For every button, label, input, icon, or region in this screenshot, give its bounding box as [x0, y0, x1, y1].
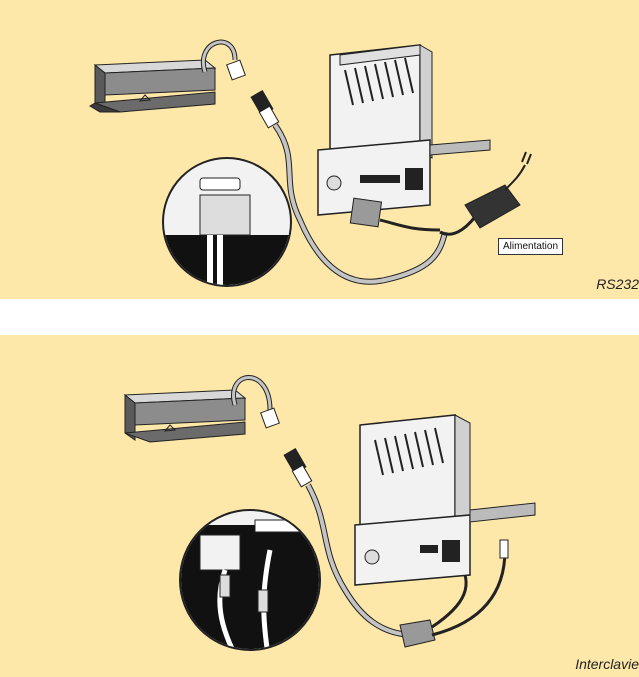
keyboard-wedge-caption: Interclavie	[575, 656, 639, 672]
rs232-caption: RS232	[596, 276, 639, 292]
connector-zoom-icon	[160, 158, 300, 295]
computer-icon	[355, 415, 535, 585]
keyboard-wedge-panel: Interclavie	[0, 335, 639, 677]
barcode-reader-icon	[90, 60, 215, 112]
keyboard-port-zoom-icon	[175, 510, 335, 655]
rs232-panel: Alimentation RS232	[0, 0, 639, 299]
keyboard-wedge-illustration	[0, 335, 639, 677]
power-supply-label: Alimentation	[498, 238, 563, 255]
barcode-reader-icon	[125, 390, 245, 442]
computer-icon	[318, 45, 490, 215]
